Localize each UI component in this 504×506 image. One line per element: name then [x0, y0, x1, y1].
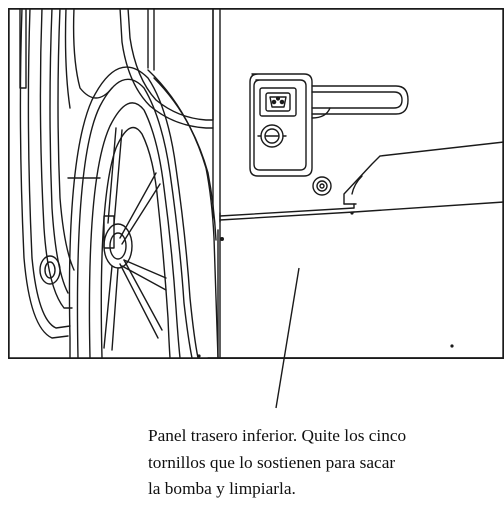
- upper-body-panel: [19, 8, 221, 221]
- panel-screws: [197, 211, 454, 358]
- screw: [350, 211, 354, 215]
- wheel-fender: [147, 69, 219, 359]
- wheel: [68, 66, 199, 359]
- callout-caption: Panel trasero inferior. Quite los cinco …: [148, 423, 498, 503]
- connector-panel: [249, 73, 313, 177]
- screw: [450, 344, 454, 348]
- screw: [197, 354, 201, 358]
- screw: [220, 237, 224, 241]
- power-inlet-icon: [259, 87, 297, 117]
- rear-handle: [311, 85, 409, 119]
- rear-step-ledge: [219, 141, 504, 217]
- fuse-icon: [257, 124, 287, 148]
- caption-line: tornillos que lo sostienen para sacar: [148, 452, 396, 472]
- front-frame: [19, 8, 113, 339]
- machine-rear-illustration: [8, 8, 504, 359]
- ground-connector-icon: [312, 176, 332, 196]
- caption-line: Panel trasero inferior. Quite los cinco: [148, 426, 407, 445]
- lower-rear-panel: [207, 201, 504, 359]
- caption-line: la bomba y limpiarla.: [148, 479, 296, 498]
